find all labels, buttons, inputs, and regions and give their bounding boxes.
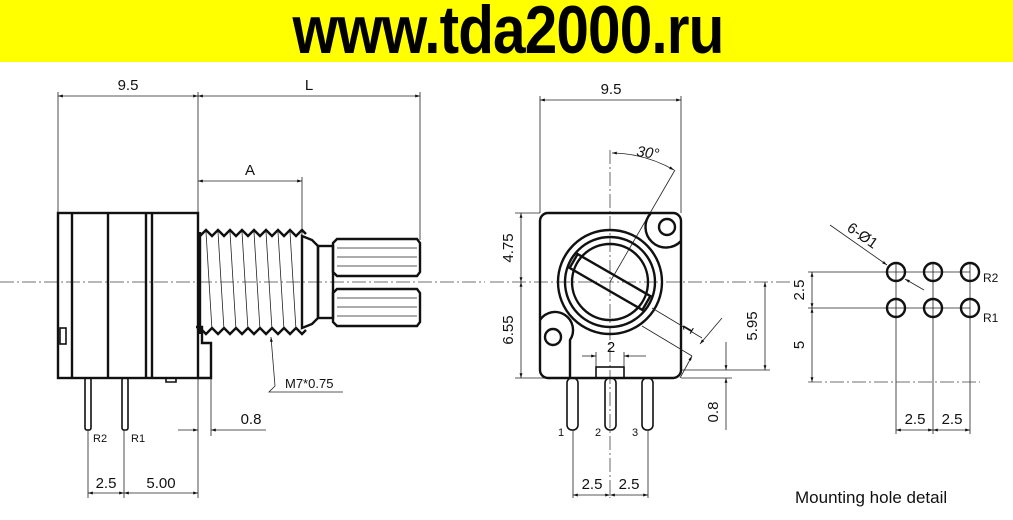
site-url-logo: www.tda2000.ru — [292, 0, 724, 68]
dim-body-width: 9.5 — [118, 77, 139, 94]
caption: Mounting hole detail — [795, 488, 947, 507]
row-label-r2: R2 — [983, 271, 999, 285]
dim-length: L — [305, 77, 313, 94]
rotor-knob — [556, 228, 664, 336]
knurled-shaft — [331, 237, 422, 328]
side-view: 9.5 L A — [0, 77, 485, 498]
dim-standoff: 0.8 — [705, 402, 722, 423]
mount-hole-top — [657, 217, 677, 237]
pin-label-r2: R2 — [93, 433, 107, 445]
angle-30: 30° — [635, 143, 660, 163]
site-banner: www.tda2000.ru — [0, 0, 1013, 66]
mounting-hole-detail: R2 R1 6-Ø1 2.5 5 2.5 2.5 Mounting hole d… — [791, 219, 999, 507]
dim-thread: A — [245, 162, 255, 179]
dim-pitch-left: 2.5 — [582, 476, 603, 493]
thread-spec: M7*0.75 — [285, 376, 333, 391]
dim-pin-offset: 5.00 — [146, 475, 175, 492]
dim-offset: 5 — [791, 341, 808, 349]
pin-r1 — [121, 377, 129, 431]
pin-1 — [566, 377, 579, 431]
dim-col-left: 2.5 — [905, 411, 926, 428]
pin-r2 — [84, 377, 92, 431]
dim-pitch-right: 2.5 — [619, 476, 640, 493]
dim-pin-pitch: 2.5 — [96, 475, 117, 492]
dim-col-right: 2.5 — [942, 411, 963, 428]
dim-flange: 0.8 — [241, 411, 262, 428]
pin-label-r1: R1 — [131, 433, 145, 445]
dim-right: 5.95 — [744, 311, 761, 340]
dim-row-pitch: 2.5 — [791, 280, 808, 301]
pin-3 — [641, 377, 654, 431]
pin-label-1: 1 — [558, 427, 564, 439]
front-view: 9.5 30° 1 — [490, 81, 790, 498]
pot-body — [56, 211, 200, 380]
threaded-bushing — [198, 228, 307, 336]
pin-2 — [604, 377, 617, 431]
dim-tab: 2 — [607, 339, 615, 356]
pin-label-3: 3 — [632, 427, 638, 439]
dim-upper: 4.75 — [500, 233, 517, 262]
mount-hole-bottom — [543, 327, 563, 347]
pin-label-2: 2 — [595, 427, 601, 439]
dim-front-width: 9.5 — [601, 81, 622, 98]
row-label-r1: R1 — [983, 311, 999, 325]
dim-lower: 6.55 — [500, 315, 517, 344]
